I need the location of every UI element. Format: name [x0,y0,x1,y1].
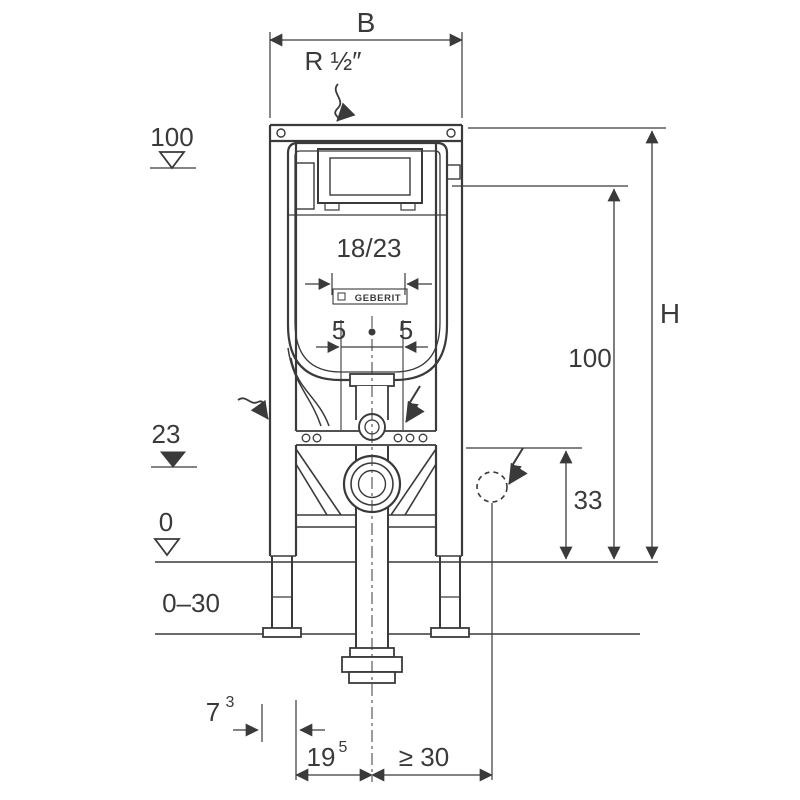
lightning-arrow-outer-icon [508,447,528,485]
dimension-B [269,32,463,118]
foot-plate-right [430,627,470,638]
access-tab-left [324,202,340,211]
level-100-triangle-icon [158,151,186,170]
supply-arrow-left-icon [237,397,269,420]
dim-label-5-right: 5 [399,315,413,345]
water-connection-label: R ½″ [305,46,362,76]
dim-label-19-sup: 5 [339,739,348,756]
dimension-100-right [452,185,628,560]
level-0-triangle-icon [153,538,181,557]
level-marker-23: 23 [151,419,197,468]
dimension-H [468,127,666,560]
floor-range-label: 0–30 [162,588,220,618]
access-opening-outer [317,148,423,204]
dim-label-7-base: 7 [206,697,220,727]
level-marker-0: 0 [153,507,181,557]
dim-label-33: 33 [574,485,603,515]
supply-hose-curve-2 [287,347,322,427]
bottom-dimensions [233,700,493,782]
power-box-dashed-circle-icon [476,471,508,503]
cistern-outline-outer [286,141,449,382]
floor-level-lines [155,561,658,635]
water-supply-arrows [237,83,356,420]
dimension-33 [466,447,582,560]
access-tab-right [400,202,416,211]
dim-label-7-sup: 3 [226,694,235,711]
concealed-cistern [286,141,461,427]
fill-valve-housing [295,162,315,210]
logo-square-icon [337,292,346,301]
dim-label-5-left: 5 [332,315,346,345]
rail-fitting-box [446,164,461,180]
level-100-label: 100 [150,122,193,152]
dim-label-19-base: 19 [307,742,336,772]
electrical-items [405,385,528,780]
dim-label-100-right: 100 [568,343,611,373]
dim-label-B: B [357,7,376,38]
lightning-arrow-inner-icon [405,385,425,423]
access-opening-inner [329,157,411,196]
cistern-outline-inner [294,150,441,373]
plate-fixing-holes [301,433,428,443]
supply-hose-curve-1 [290,357,330,427]
frame-feet [262,556,470,638]
supply-arrow-top-icon [334,83,356,122]
level-marker-100: 100 [150,122,196,170]
dim-label-18-23: 18/23 [336,233,401,263]
level-23-label: 23 [152,419,181,449]
crossbar-hole-right-icon [446,128,456,138]
logo-plate [332,288,408,305]
foot-plate-left [262,627,302,638]
geberit-logo: GEBERIT [332,288,408,305]
dimension-18-23 [305,273,432,295]
level-23-triangle-icon [159,451,187,468]
dim-label-min-30: ≥ 30 [399,742,449,772]
geberit-logo-text: GEBERIT [355,293,401,304]
level-0-label: 0 [159,507,173,537]
crossbar-hole-left-icon [276,128,286,138]
dim-label-H: H [660,298,680,329]
